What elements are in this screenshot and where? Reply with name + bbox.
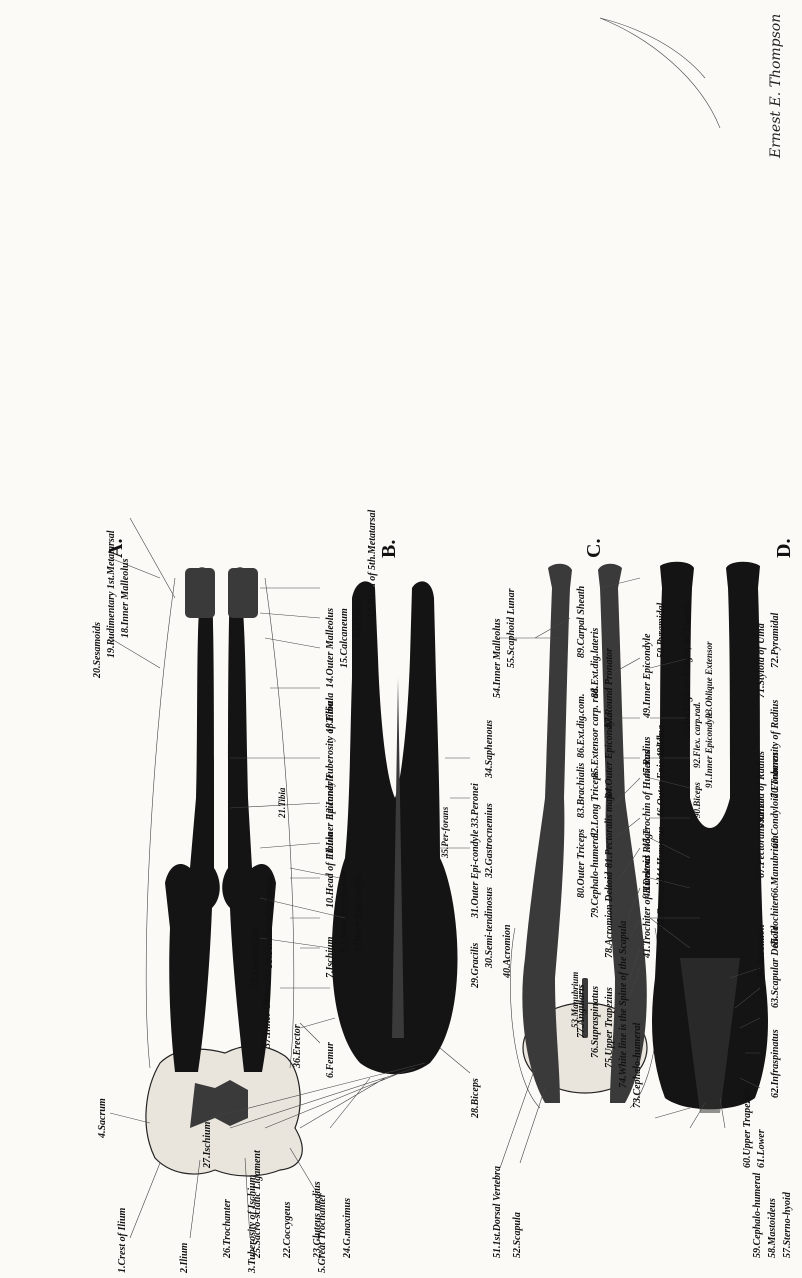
signature: Ernest E. Thompson — [600, 14, 784, 159]
label-62: 62.Infraspinatus — [770, 1029, 781, 1098]
figure-a-left-limb — [165, 567, 220, 1072]
label-32: 32.Gastrocnemius — [484, 803, 495, 879]
label-73: 73.Cephalo-humeral — [632, 1022, 643, 1108]
label-92: 92.Flex. carp.rad. — [692, 702, 702, 768]
label-30: 30.Semi-tendinosus — [484, 887, 495, 969]
label-65: 65.Trochiter — [770, 897, 781, 948]
label-51: 51.1st.Dorsal Vertebra — [492, 1166, 503, 1258]
label-72: 72.Pyramidal — [770, 613, 781, 668]
label-80: 80.Outer Triceps — [576, 829, 587, 898]
signature-flourish — [600, 18, 720, 128]
label-82: 82.Long Triceps — [590, 771, 601, 838]
label-31: 31.Outer Epi-condyle — [470, 829, 481, 919]
label-77: 77.Angularis — [576, 984, 587, 1038]
label-33: 33.Peronei — [470, 783, 481, 829]
label-37: 37.Inner Obturator — [262, 968, 273, 1049]
figure-a-right-foot — [228, 568, 258, 618]
label-59: 59.Cephalo-humeral — [752, 1172, 763, 1258]
label-74: 74.White line is the Spine of the Scapul… — [618, 921, 629, 1088]
label-29: 29.Gracilis — [470, 943, 481, 989]
label-83: 83.Brachialis — [576, 763, 587, 818]
label-7: 7.Ischium — [325, 936, 336, 978]
label-4: 4.Sacrum — [97, 1098, 108, 1139]
label-34: 34.Saphenous — [484, 720, 495, 779]
label-89: 89.Carpal Sheath — [576, 585, 587, 658]
label-52: 52.Scapula — [512, 1212, 523, 1258]
label-91: 91.Inner Epicondyle — [704, 712, 714, 788]
label-44: 44.Humerus — [656, 826, 667, 879]
label-27: 27.Ischium — [202, 1121, 213, 1169]
figure-c-letter: C. — [583, 539, 605, 558]
label-81: 81.Pectoralis major — [604, 787, 615, 868]
label-21: 21.Tibia — [277, 787, 287, 819]
label-2: 2.Ilium — [179, 1242, 190, 1274]
label-38: 38.Levator ani — [250, 928, 261, 989]
label-40: 40.Acromion — [502, 924, 513, 979]
label-85: 85.Extensor carp. rad. — [590, 686, 601, 778]
label-28: 28.Biceps — [470, 1078, 481, 1119]
label-50: 50.Pyramidal — [656, 603, 667, 658]
label-22: 22.Coccygeus — [282, 1202, 293, 1259]
figure-b-letter: B. — [378, 540, 400, 558]
label-93: 93.Oblique Extensor — [704, 641, 714, 718]
label-8: 8.Lesser Trochanter — [339, 870, 350, 953]
label-9: 9.Outer Epicondyle — [353, 872, 364, 953]
label-23: 23.Gluteus medius — [312, 1181, 323, 1259]
label-20: 20.Sesamoids — [92, 622, 103, 679]
label-14: 14.Outer Malleolus — [325, 608, 336, 688]
label-79: 79.Cephalo-humeral — [590, 832, 601, 918]
label-42: 42.Coracoid — [656, 877, 667, 929]
label-54: 54.Inner Malleolus — [492, 618, 503, 698]
label-39: 39.Semimembranosus — [264, 877, 275, 969]
label-49: 49.Inner Epicondyle — [642, 633, 653, 719]
label-69: 69.Head of Radius — [756, 751, 767, 828]
label-88: 88.Ext.dig.lateris — [590, 628, 601, 698]
label-18: 18.Inner Malleolus — [120, 558, 131, 638]
label-1: 1.Crest of Ilium — [117, 1207, 128, 1273]
label-25: 25.Sacro-sciatic Ligament — [252, 1149, 263, 1259]
label-48: 48.Ulna — [656, 725, 667, 759]
label-15: 15.Calcaneum — [339, 608, 350, 668]
label-78: 78.Acromion Deltoid — [604, 871, 615, 958]
label-36: 36.Erector — [292, 1024, 303, 1069]
label-75: 75.Upper Trapezius — [604, 987, 615, 1068]
label-58: 58.Mastoideus — [767, 1198, 778, 1258]
label-61: 61.Lower — [756, 1129, 767, 1168]
label-24: 24.G.maximus — [342, 1198, 353, 1259]
figure-d-letter: D. — [773, 539, 795, 558]
label-47: 47.Radius — [642, 736, 653, 779]
figure-a-skeleton — [110, 518, 320, 1238]
label-26: 26.Trochanter — [222, 1199, 233, 1259]
label-70: 70.Tuberosity of Radius — [770, 700, 781, 798]
label-76: 76.Supraspinatus — [590, 986, 601, 1058]
label-87: 87.Round Pronator — [604, 648, 615, 728]
label-13: 13.Fibula — [325, 693, 336, 733]
label-16: 16.Cuboid — [353, 594, 364, 638]
label-17: 17.Head of 5th.Metatarsal — [367, 509, 378, 618]
label-86: 86.Ext.dig.com. — [576, 694, 587, 758]
figure-a-left-foot — [185, 568, 215, 618]
label-6: 6.Femur — [325, 1042, 336, 1078]
label-71: 71.Styloid of Ulna — [756, 623, 767, 698]
artist-signature: Ernest E. Thompson — [768, 14, 784, 159]
label-64: 64.Acromion — [756, 924, 767, 978]
label-60: 60.Upper Trapezius — [742, 1087, 753, 1168]
label-55: 55.Scaphoid Lunar — [506, 588, 517, 668]
label-57: 57.Sterno-hyoid — [782, 1191, 793, 1258]
label-35: 35.Per-forans — [440, 806, 450, 859]
figure-a-letter: A. — [105, 539, 127, 558]
label-90: 90.Biceps — [692, 782, 702, 818]
